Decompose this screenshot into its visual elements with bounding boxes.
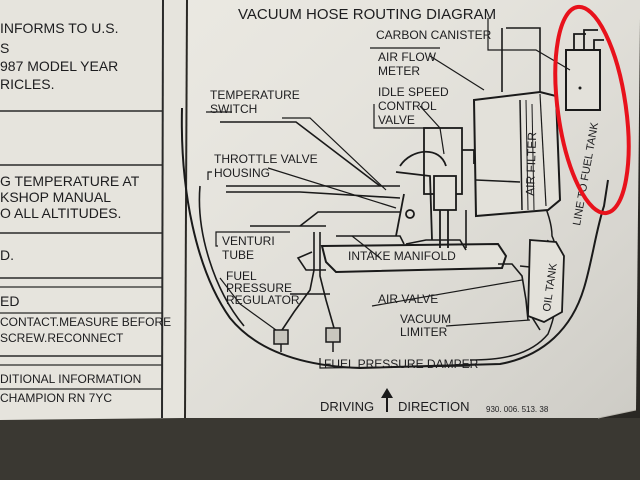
diagram-title: VACUUM HOSE ROUTING DIAGRAM [238, 6, 496, 23]
sticker-line: S [0, 40, 9, 56]
throttle-assembly [395, 127, 475, 248]
label-fuel-regulator: REGULATOR [226, 293, 300, 307]
label-fuel-regulator: FUEL [226, 269, 257, 283]
sticker-line: ED [0, 293, 19, 309]
leader-lines [206, 18, 571, 369]
sticker-line: G TEMPERATURE AT [0, 173, 140, 189]
fuel-fittings [273, 327, 341, 352]
label-carbon-canister: CARBON CANISTER [376, 28, 492, 42]
label-air-flow-meter: METER [378, 64, 420, 78]
label-temperature-switch: SWITCH [210, 102, 257, 116]
label-idle-speed-valve: CONTROL [378, 99, 437, 113]
label-throttle-housing: HOUSING [214, 166, 270, 180]
label-vacuum-limiter: VACUUM [400, 312, 451, 326]
label-fuel-damper: FUEL PRESSURE DAMPER [324, 357, 479, 371]
sticker-line: DITIONAL INFORMATION [0, 372, 141, 386]
sticker-line: SCREW.RECONNECT [0, 331, 124, 345]
direction-arrow [381, 388, 393, 412]
label-throttle-housing: THROTTLE VALVE [214, 152, 318, 166]
label-air-valve: AIR VALVE [378, 292, 438, 306]
label-idle-speed-valve: VALVE [378, 113, 415, 127]
sticker-line: KSHOP MANUAL [0, 189, 111, 205]
sticker-line: CONTACT.MEASURE BEFORE [0, 315, 171, 329]
sticker-line: RICLES. [0, 76, 54, 92]
highlight-circle [553, 4, 631, 216]
label-vacuum-limiter: LIMITER [400, 325, 448, 339]
sticker-line: INFORMS TO U.S. [0, 20, 119, 36]
oil-tank [527, 239, 565, 323]
sticker-line: 987 MODEL YEAR [0, 58, 118, 74]
label-direction: DIRECTION [398, 399, 470, 414]
air-filter-box [472, 90, 562, 218]
label-idle-speed-valve: IDLE SPEED [378, 85, 449, 99]
emission-sticker: INFORMS TO U.S. S 987 MODEL YEAR RICLES.… [0, 0, 186, 420]
vacuum-hoses [220, 121, 549, 331]
sticker-line: O ALL ALTITUDES. [0, 205, 121, 221]
sticker-line: D. [0, 247, 14, 263]
label-venturi-tube: VENTURI [222, 234, 275, 248]
part-number: 930. 006. 513. 38 [486, 405, 549, 414]
label-temperature-switch: TEMPERATURE [210, 88, 300, 102]
label-air-filter: AIR FILTER [523, 132, 539, 197]
sticker-line: CHAMPION RN 7YC [0, 391, 112, 405]
label-intake-manifold: INTAKE MANIFOLD [348, 249, 456, 263]
label-venturi-tube: TUBE [222, 248, 254, 262]
intake-manifold [320, 242, 508, 274]
label-fuel-regulator: PRESSURE [226, 281, 292, 295]
label-driving: DRIVING [320, 399, 374, 414]
label-air-flow-meter: AIR FLOW [378, 50, 437, 64]
carbon-canister [565, 49, 601, 111]
